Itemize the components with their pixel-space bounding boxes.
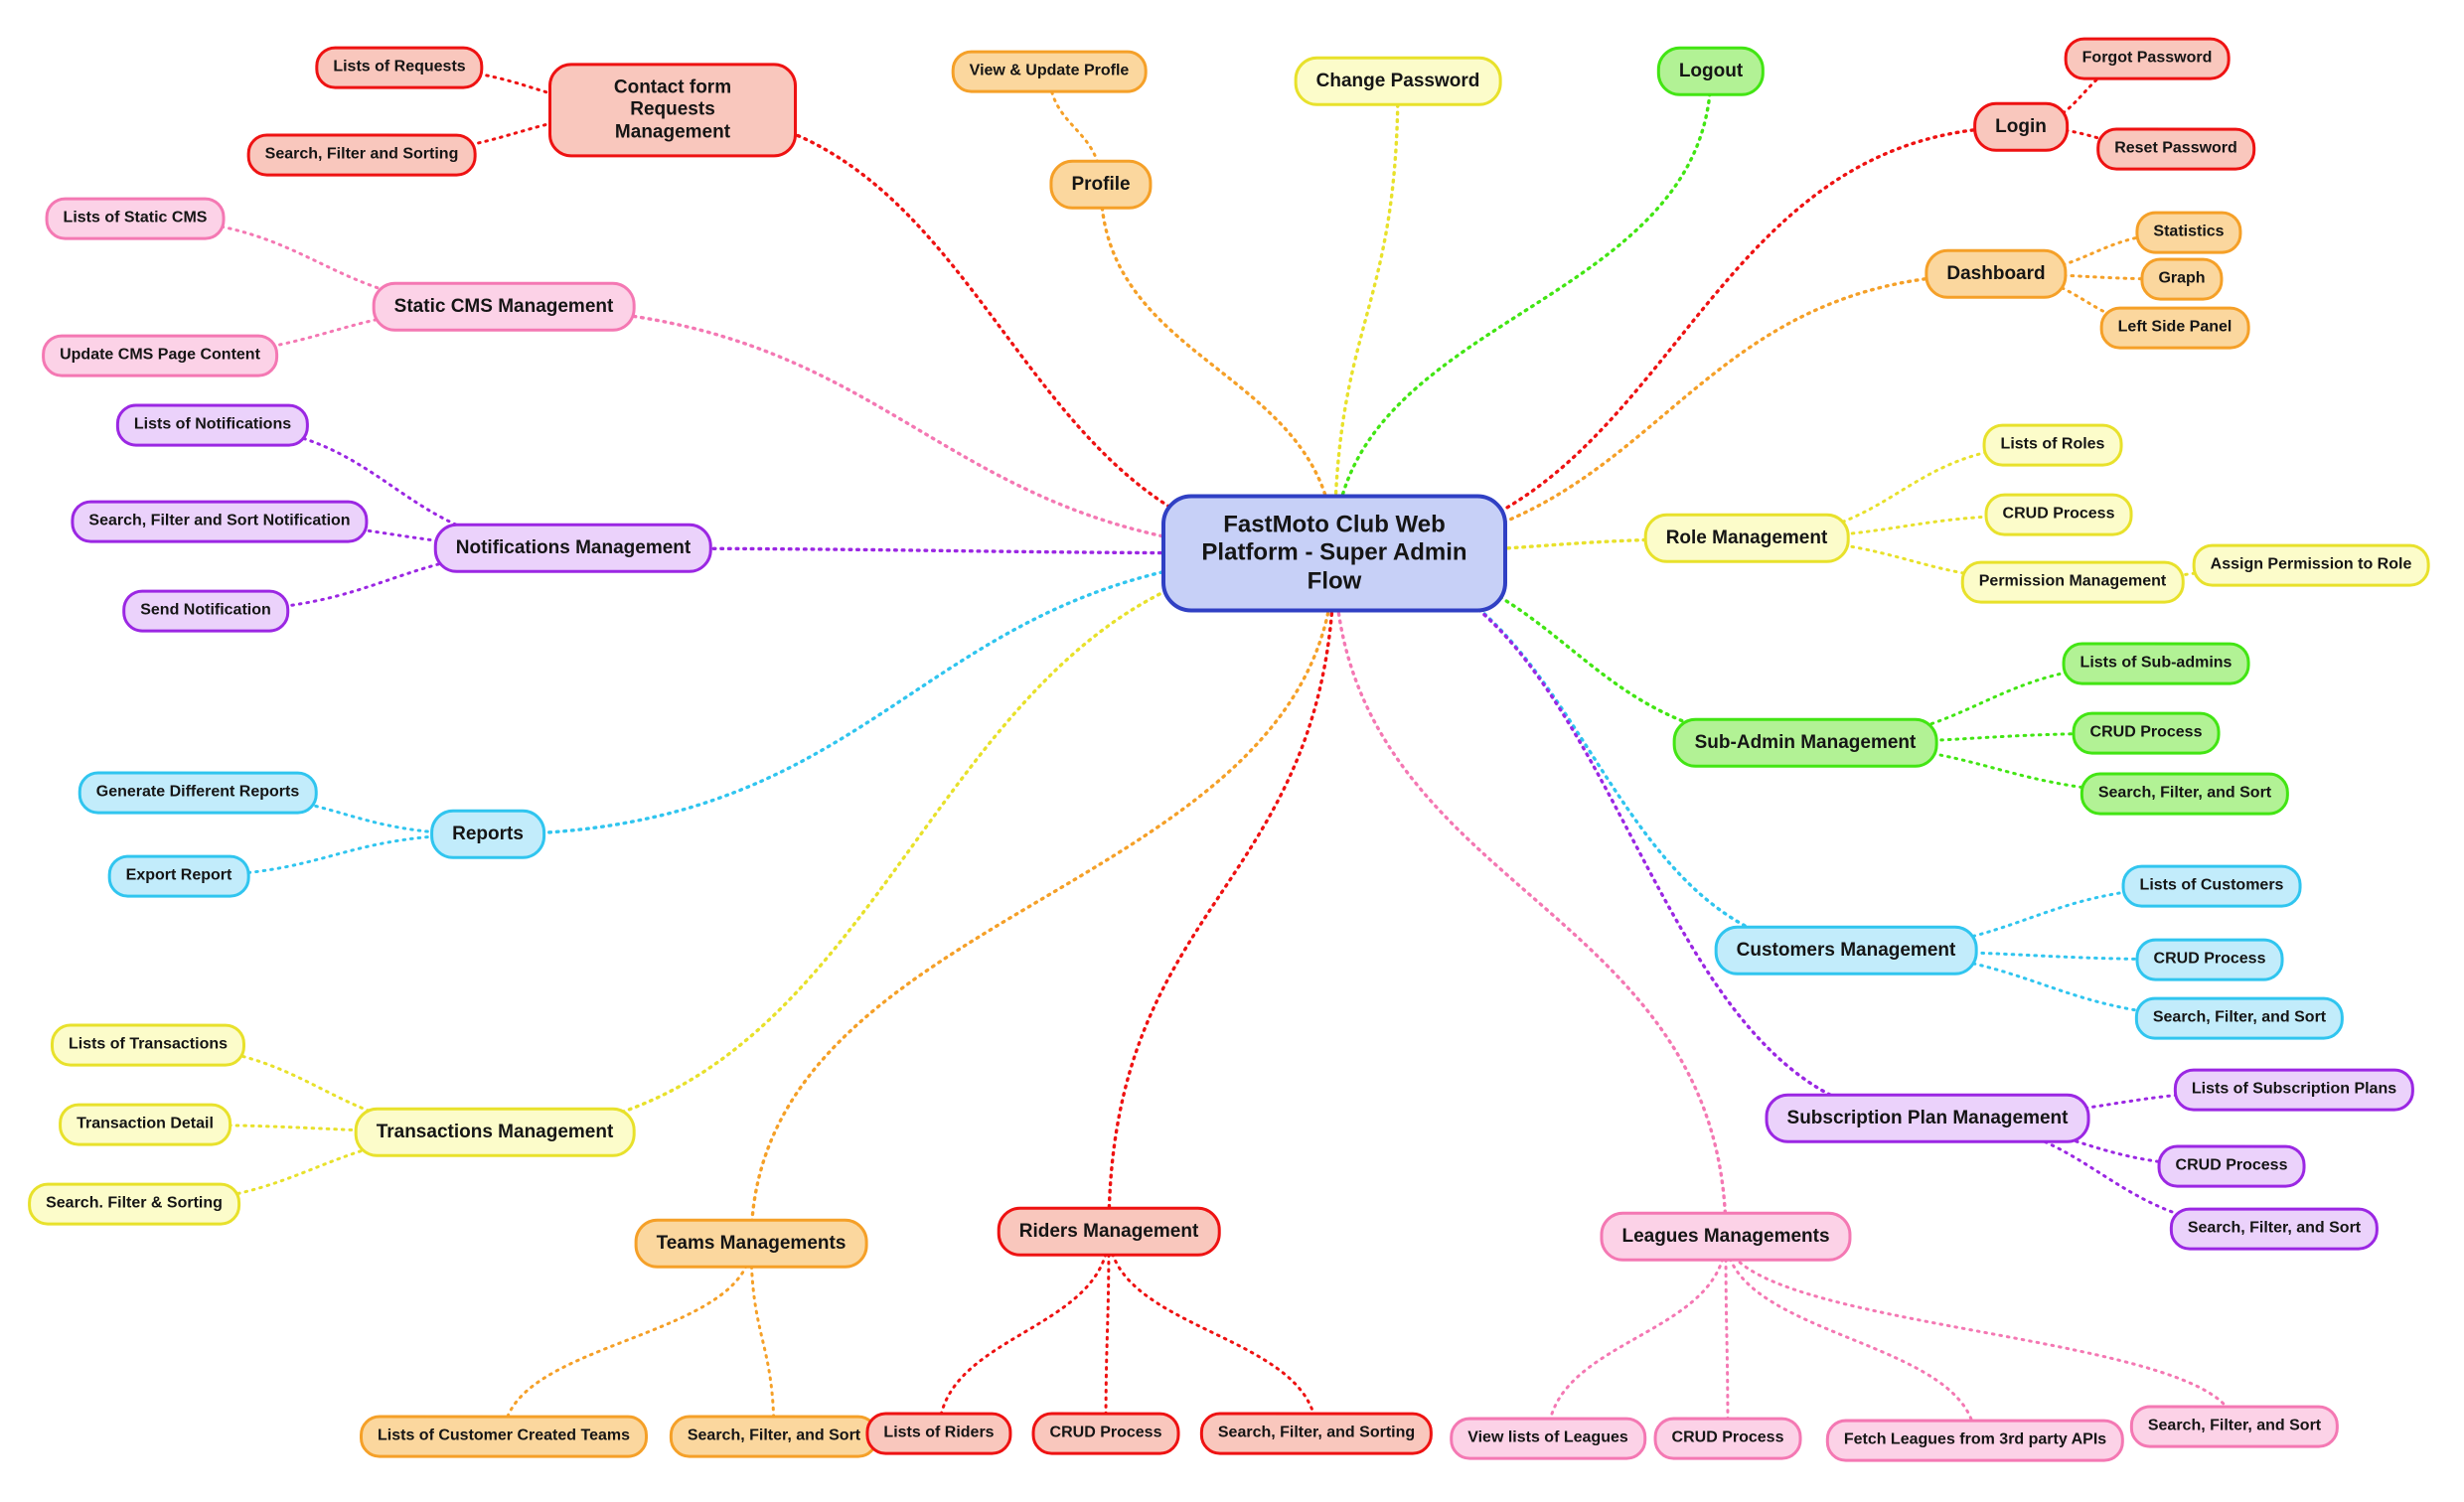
mindmap-node-role-management: Role Management bbox=[1643, 513, 1850, 564]
mindmap-node-lists-of-transactions: Lists of Transactions bbox=[50, 1023, 246, 1067]
mindmap-node-search-filter-and-sort: Search, Filter, and Sort bbox=[2134, 996, 2345, 1040]
mindmap-node-search-filter-and-sort: Search, Filter, and Sort bbox=[2079, 772, 2290, 816]
mindmap-node-profile: Profile bbox=[1049, 159, 1153, 211]
mindmap-node-sub-admin-management: Sub-Admin Management bbox=[1672, 717, 1938, 769]
mindmap-edge bbox=[1332, 272, 1998, 555]
mindmap-node-search-filter-and-sort: Search, Filter, and Sort bbox=[2129, 1405, 2340, 1448]
mindmap-edge bbox=[1724, 1235, 2236, 1428]
mindmap-node-lists-of-riders: Lists of Riders bbox=[865, 1412, 1012, 1455]
mindmap-edge bbox=[749, 1242, 776, 1438]
mindmap-edge bbox=[1332, 551, 1728, 1239]
mindmap-node-reports: Reports bbox=[430, 809, 545, 860]
mindmap-node-assign-permission-to-role: Assign Permission to Role bbox=[2192, 543, 2430, 587]
mindmap-edge bbox=[1099, 183, 1336, 555]
mindmap-node-export-report: Export Report bbox=[107, 854, 250, 898]
mindmap-node-transaction-detail: Transaction Detail bbox=[59, 1103, 231, 1146]
mindmap-node-send-notification: Send Notification bbox=[122, 589, 289, 633]
mindmap-node-permission-management: Permission Management bbox=[1960, 560, 2185, 604]
mindmap-node-crud-process: CRUD Process bbox=[2157, 1144, 2306, 1188]
mindmap-node-crud-process: CRUD Process bbox=[1031, 1412, 1180, 1455]
mindmap-node-dashboard: Dashboard bbox=[1925, 248, 2068, 300]
mindmap-edge bbox=[486, 551, 1336, 836]
mindmap-node-fetch-leagues-from-3rd-party-apis: Fetch Leagues from 3rd party APIs bbox=[1825, 1419, 2125, 1462]
mindmap-edge bbox=[1332, 125, 2023, 555]
mindmap-node-search-filter-and-sort: Search, Filter, and Sort bbox=[669, 1415, 879, 1458]
mindmap-node-contact-form-requests-management: Contact form Requests Management bbox=[548, 63, 797, 158]
mindmap-edge bbox=[1107, 1230, 1318, 1435]
mindmap-node-crud-process: CRUD Process bbox=[2135, 938, 2284, 981]
mindmap-node-search-filter-and-sort-notification: Search, Filter and Sort Notification bbox=[71, 500, 369, 543]
mindmap-node-lists-of-sub-admins: Lists of Sub-admins bbox=[2062, 642, 2250, 685]
mindmap-node-lists-of-subscription-plans: Lists of Subscription Plans bbox=[2173, 1068, 2415, 1112]
mindmap-edge bbox=[1332, 551, 1929, 1121]
mindmap-node-statistics: Statistics bbox=[2135, 211, 2242, 254]
mindmap-node-lists-of-notifications: Lists of Notifications bbox=[115, 403, 310, 447]
mindmap-node-lists-of-static-cms: Lists of Static CMS bbox=[45, 197, 226, 240]
mindmap-edge bbox=[493, 551, 1336, 1134]
mindmap-edge bbox=[1724, 1235, 1730, 1440]
mindmap-edge bbox=[937, 1230, 1111, 1435]
mindmap-node-lists-of-roles: Lists of Roles bbox=[1982, 423, 2123, 467]
mindmap-node-forgot-password: Forgot Password bbox=[2064, 37, 2231, 80]
mindmap-edge bbox=[671, 108, 1336, 555]
mindmap-edge bbox=[1332, 70, 1713, 555]
mindmap-node-crud-process: CRUD Process bbox=[2072, 711, 2221, 755]
mindmap-node-view-lists-of-leagues: View lists of Leagues bbox=[1450, 1417, 1646, 1460]
mindmap-node-fastmoto-club-web-platform-super-admin-flow: FastMoto Club Web Platform - Super Admin… bbox=[1161, 494, 1507, 613]
mindmap-edge bbox=[1107, 551, 1336, 1234]
mindmap-node-crud-process: CRUD Process bbox=[1984, 493, 2133, 536]
mindmap-edge bbox=[749, 551, 1336, 1246]
mindmap-node-search-filter-and-sorting: Search, Filter and Sorting bbox=[246, 133, 477, 177]
mindmap-node-reset-password: Reset Password bbox=[2096, 127, 2255, 171]
mindmap-node-search-filter-and-sort: Search, Filter, and Sort bbox=[2169, 1207, 2380, 1251]
mindmap-node-static-cms-management: Static CMS Management bbox=[372, 281, 636, 333]
mindmap-node-lists-of-customer-created-teams: Lists of Customer Created Teams bbox=[360, 1415, 648, 1458]
mindmap-node-update-cms-page-content: Update CMS Page Content bbox=[42, 334, 278, 377]
mindmap-node-lists-of-requests: Lists of Requests bbox=[315, 46, 484, 89]
mindmap-node-teams-managements: Teams Managements bbox=[634, 1218, 868, 1270]
mindmap-node-subscription-plan-management: Subscription Plan Management bbox=[1765, 1093, 2090, 1144]
mindmap-node-graph: Graph bbox=[2140, 257, 2224, 301]
mindmap-edge bbox=[1332, 79, 1400, 555]
mindmap-node-lists-of-customers: Lists of Customers bbox=[2121, 864, 2302, 908]
mindmap-node-search-filter-and-sorting: Search, Filter, and Sorting bbox=[1199, 1412, 1434, 1455]
mindmap-node-view-update-profle: View & Update Profle bbox=[951, 50, 1148, 93]
mindmap-node-notifications-management: Notifications Management bbox=[433, 523, 713, 574]
mindmap-node-logout: Logout bbox=[1656, 46, 1766, 97]
mindmap-node-left-side-panel: Left Side Panel bbox=[2099, 306, 2250, 350]
mindmap-node-riders-management: Riders Management bbox=[997, 1206, 1221, 1258]
mindmap-node-search-filter-sorting: Search. Filter & Sorting bbox=[28, 1182, 240, 1226]
mindmap-node-generate-different-reports: Generate Different Reports bbox=[77, 771, 318, 815]
mindmap-edge bbox=[1546, 1235, 1728, 1440]
mindmap-node-transactions-management: Transactions Management bbox=[354, 1107, 636, 1158]
mindmap-node-customers-management: Customers Management bbox=[1714, 925, 1978, 976]
mindmap-node-change-password: Change Password bbox=[1294, 56, 1502, 107]
mindmap-edge bbox=[1724, 1235, 1977, 1442]
mindmap-edge bbox=[1104, 1230, 1111, 1435]
mindmap-node-leagues-managements: Leagues Managements bbox=[1600, 1211, 1852, 1263]
mindmap-edge bbox=[1844, 949, 2212, 962]
mindmap-node-crud-process: CRUD Process bbox=[1653, 1417, 1802, 1460]
mindmap-edge bbox=[502, 1242, 753, 1438]
mindmap-node-login: Login bbox=[1973, 101, 2069, 153]
